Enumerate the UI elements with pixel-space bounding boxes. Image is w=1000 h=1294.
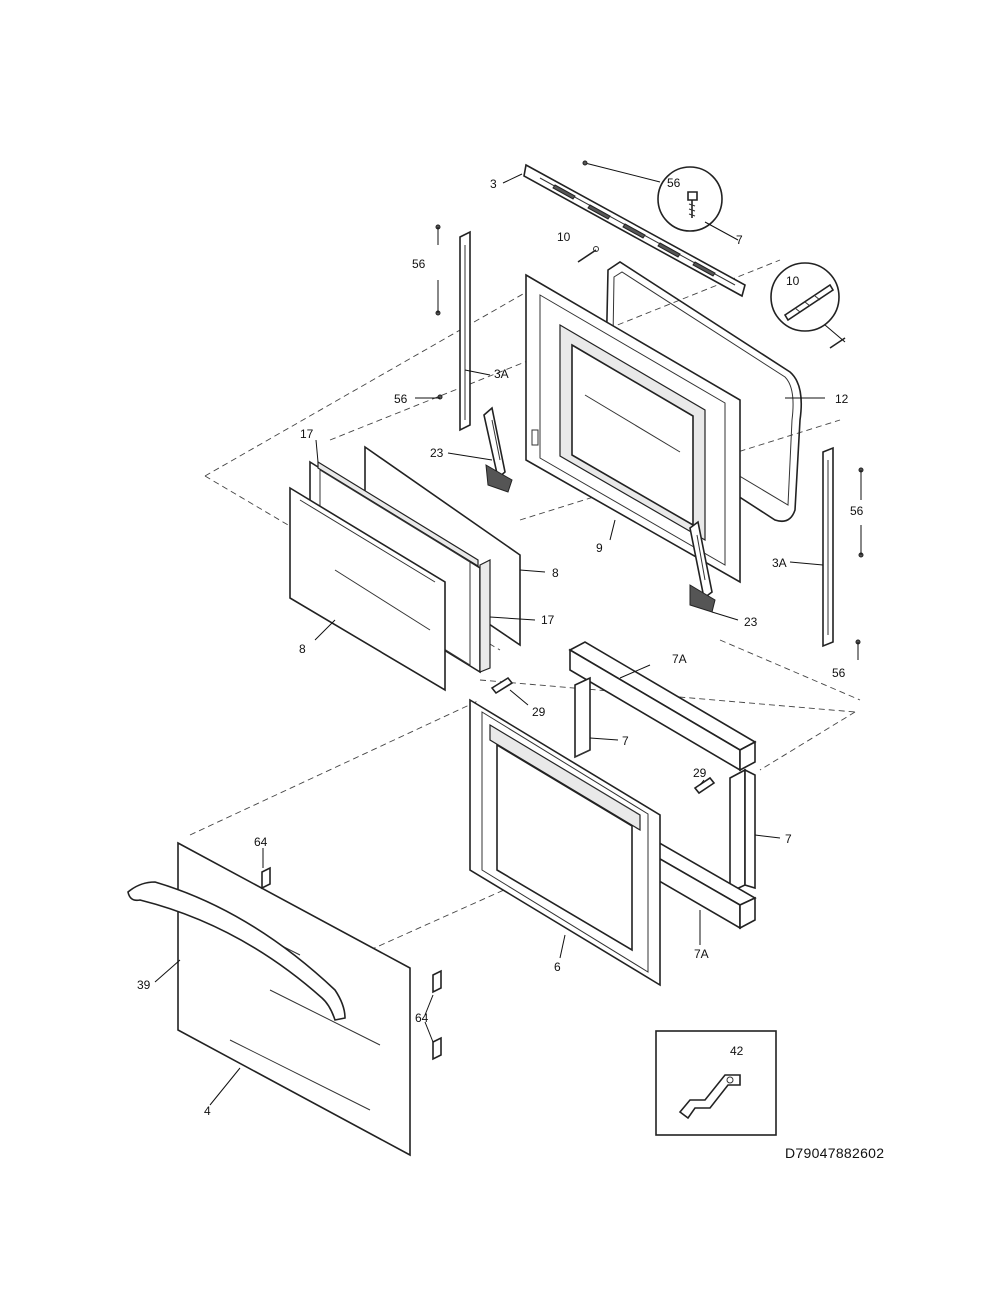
callout-10-left: 10	[557, 230, 571, 244]
end-cap-part-64-top	[261, 866, 271, 890]
callout-4: 4	[204, 1104, 211, 1118]
callout-10-detail: 10	[786, 274, 800, 288]
outer-door-part-4	[177, 841, 411, 1157]
callout-7-right: 7	[785, 832, 792, 846]
insulation-part-7-left	[574, 676, 591, 759]
callout-labels: 3 56 7 10 10 56 3A 56 12 17 23 9 56 8 3A…	[137, 176, 864, 1118]
callout-56-lower: 56	[832, 666, 846, 680]
insulation-part-7a-top	[568, 641, 757, 772]
callout-56-left: 56	[412, 257, 426, 271]
callout-29-right: 29	[693, 766, 707, 780]
door-handle-part-39	[127, 881, 346, 1021]
callout-56-right: 56	[850, 504, 864, 518]
glass-assembly-parts-8-17	[289, 445, 521, 692]
side-trim-part-3a-left	[435, 224, 471, 432]
screw-detail-56	[582, 160, 739, 241]
pin-detail-10	[770, 262, 846, 349]
callout-17-right: 17	[541, 613, 555, 627]
callout-56-mid: 56	[394, 392, 408, 406]
side-trim-part-3a-right	[822, 446, 864, 648]
callout-56-detail: 56	[667, 176, 681, 190]
callout-64-bottom: 64	[415, 1011, 429, 1025]
inner-panel-part-9	[525, 273, 741, 584]
callout-8-left: 8	[299, 642, 306, 656]
pin-part-10	[577, 246, 599, 263]
callout-3a-left: 3A	[494, 367, 509, 381]
hinge-part-23-right	[689, 520, 716, 613]
callout-7a-top: 7A	[672, 652, 687, 666]
callout-9: 9	[596, 541, 603, 555]
door-liner-part-6	[469, 698, 661, 987]
callout-23-left: 23	[430, 446, 444, 460]
callout-7-top: 7	[736, 233, 743, 247]
callout-leader-lines	[154, 173, 862, 1106]
callout-3: 3	[490, 177, 497, 191]
diagram-id: D79047882602	[785, 1145, 885, 1161]
callout-39: 39	[137, 978, 151, 992]
callout-29-left: 29	[532, 705, 546, 719]
hinge-part-23-left	[483, 406, 513, 493]
gasket-part-12	[604, 261, 803, 523]
callout-42: 42	[730, 1044, 744, 1058]
callout-8-right: 8	[552, 566, 559, 580]
callout-7a-bottom: 7A	[694, 947, 709, 961]
callout-7-mid: 7	[622, 734, 629, 748]
callout-6: 6	[554, 960, 561, 974]
spacer-part-29-right	[693, 776, 716, 795]
end-cap-part-64-bottom	[432, 969, 442, 1061]
callout-12: 12	[835, 392, 849, 406]
callout-17-top: 17	[300, 427, 314, 441]
callout-23-right: 23	[744, 615, 758, 629]
callout-64-top: 64	[254, 835, 268, 849]
insulation-part-7-right	[729, 768, 756, 894]
callout-3a-right: 3A	[772, 556, 787, 570]
bracket-detail-42	[655, 1030, 777, 1136]
spacer-part-29-left	[490, 676, 514, 695]
vent-trim-part-3	[523, 163, 746, 298]
